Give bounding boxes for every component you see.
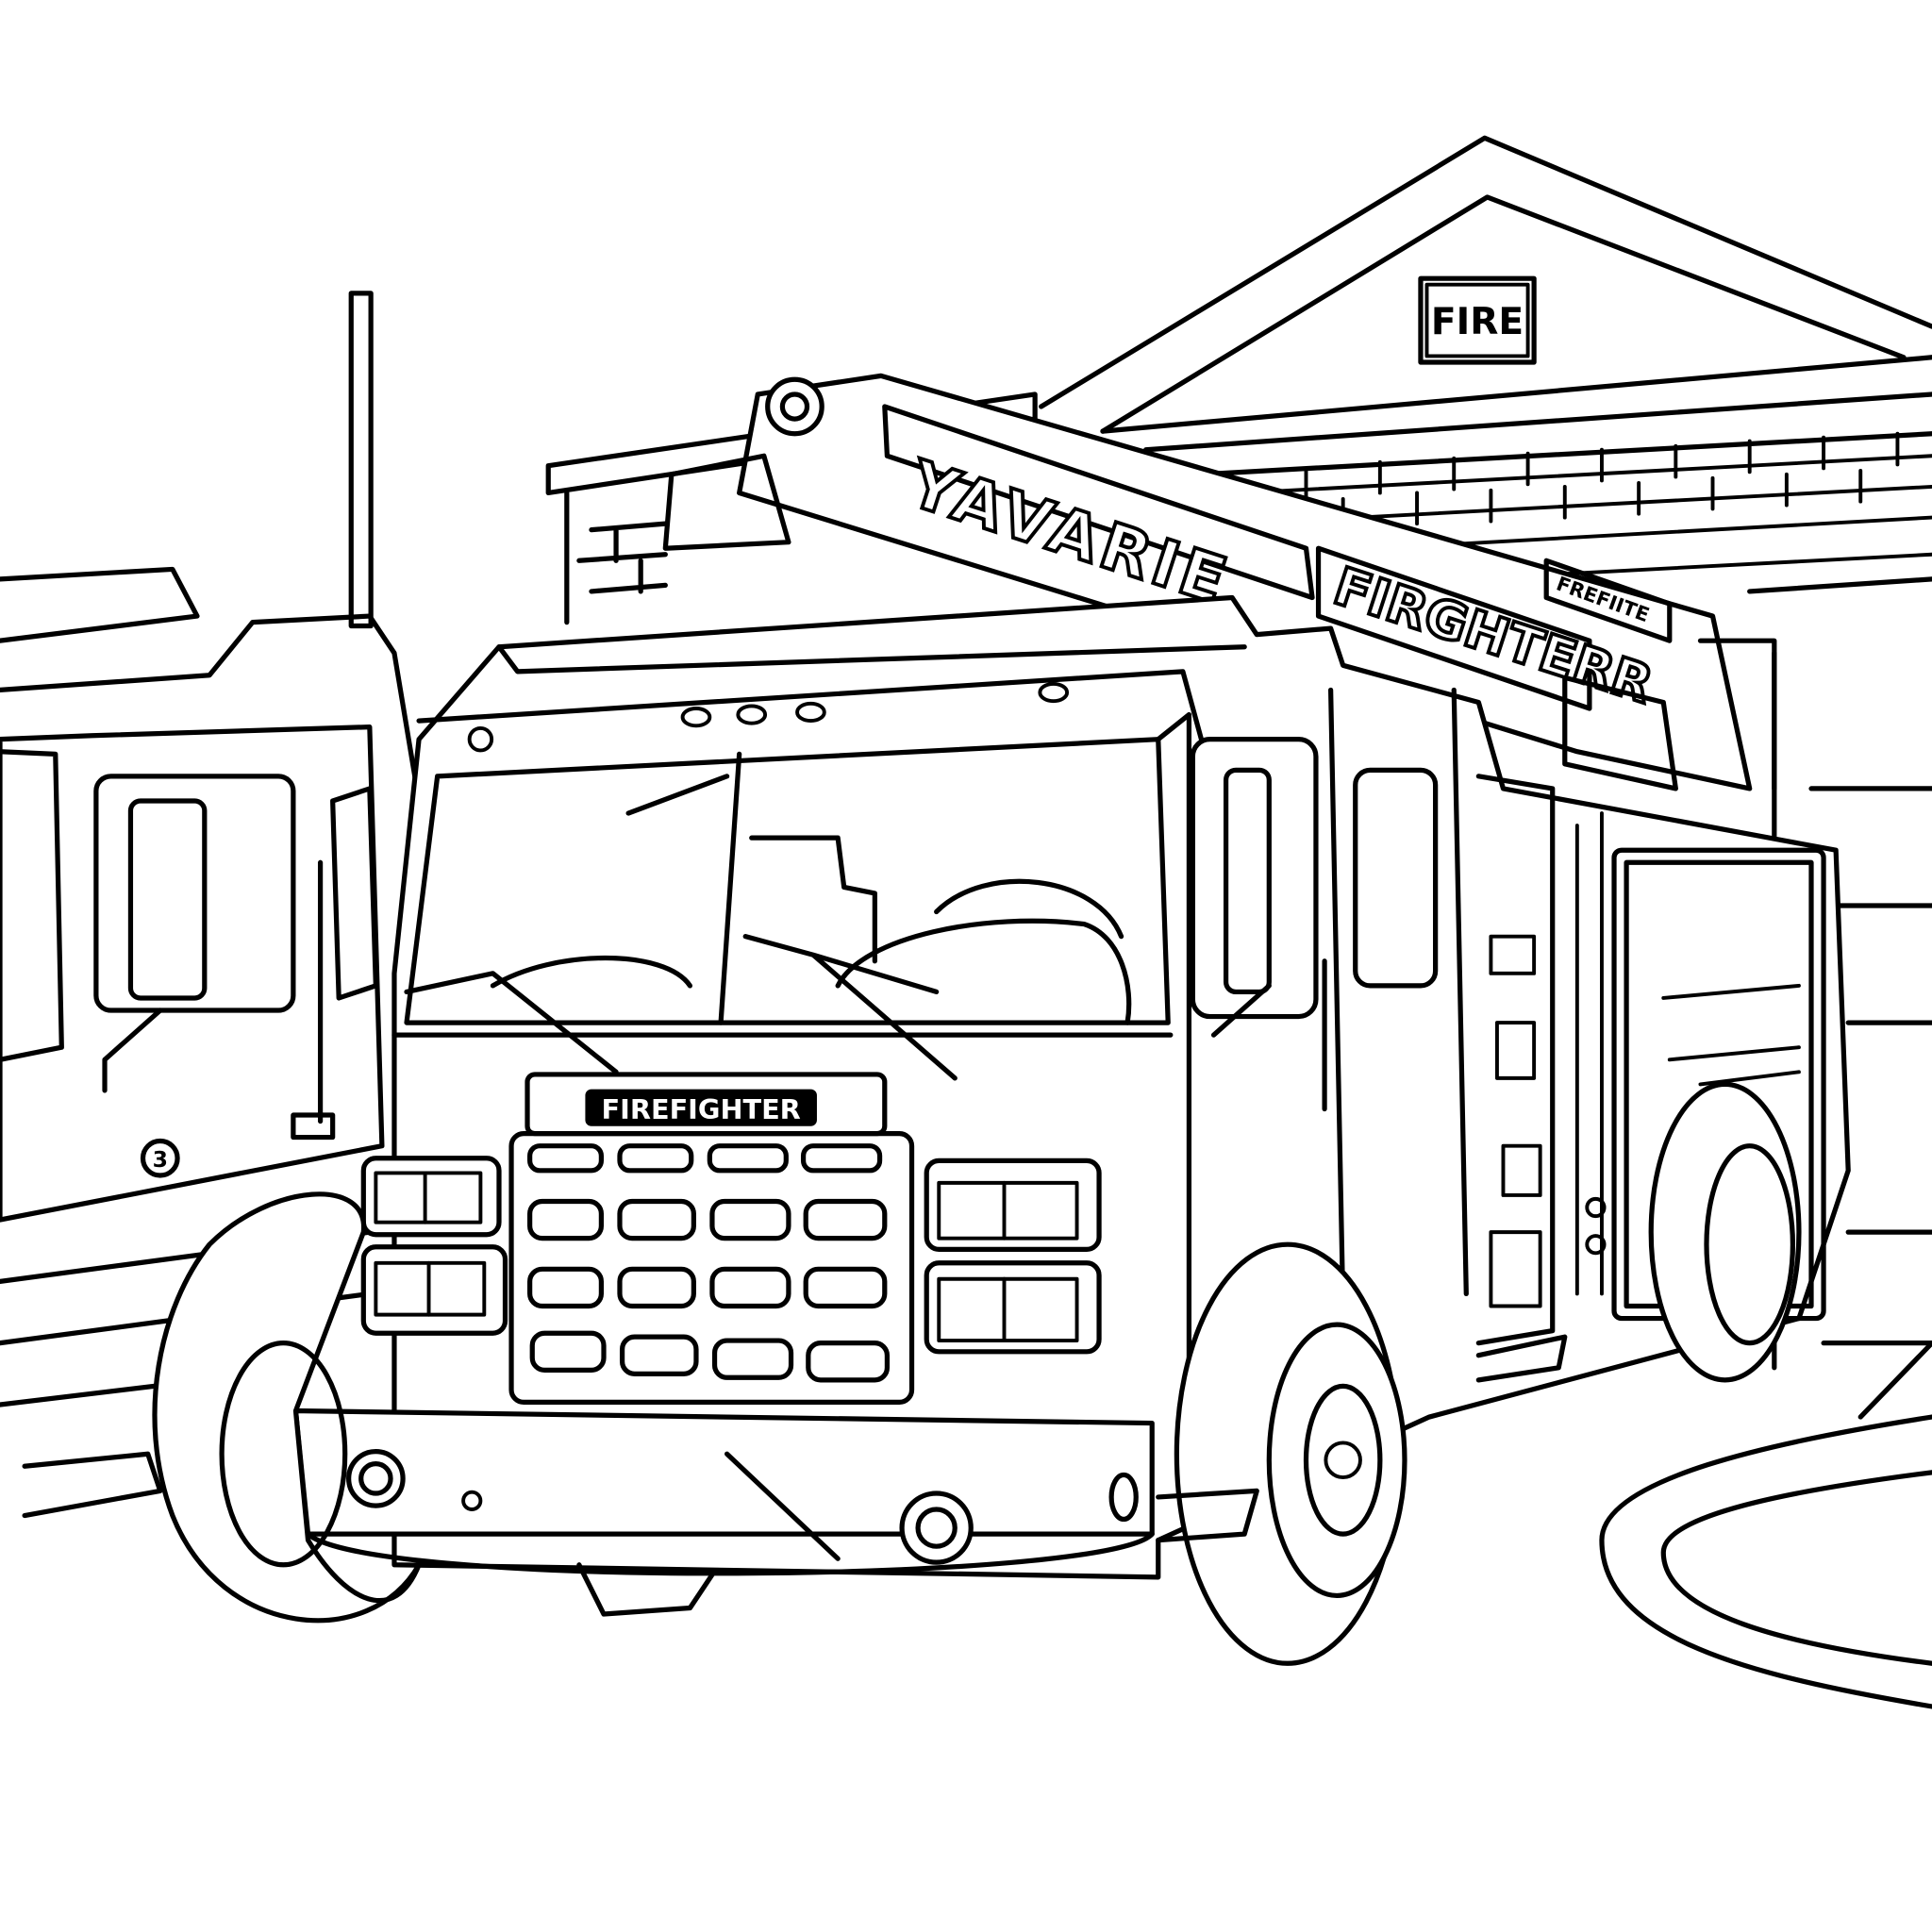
svg-text:3: 3 [153, 1146, 168, 1173]
antenna-pole [348, 291, 374, 629]
rear-cab-window [1353, 767, 1439, 989]
rear-wheel [1648, 1081, 1802, 1383]
headlight-left-upper [360, 1156, 502, 1238]
road-curve [1599, 1414, 1932, 1709]
front-right-wheel [1174, 1241, 1407, 1666]
front-bumper [292, 1407, 1155, 1537]
station-sign [1418, 275, 1537, 365]
windshield [404, 737, 1171, 1025]
wiper-left [404, 971, 619, 1074]
grille-plate-text: FIREFIGHTER [602, 1093, 801, 1125]
station-sign-text: FIRE [1431, 301, 1524, 343]
headlight-left-lower [360, 1244, 508, 1336]
cab-door-window [1190, 737, 1319, 1020]
front-left-wheel [152, 1191, 422, 1624]
bumper-light [899, 1491, 974, 1565]
door-emblem [140, 1138, 180, 1178]
pump-panel [1475, 774, 1556, 1346]
headlight-right-upper [924, 1158, 1102, 1253]
grille-slots [527, 1143, 891, 1383]
headlight-right-lower [924, 1260, 1102, 1355]
main-fire-truck: FIREFIGHTER [152, 594, 1851, 1666]
ladder-nozzle [765, 376, 824, 437]
bumper-light [346, 1449, 406, 1508]
second-fire-truck: 3 [0, 566, 422, 1519]
brick-wall [1242, 431, 1932, 584]
